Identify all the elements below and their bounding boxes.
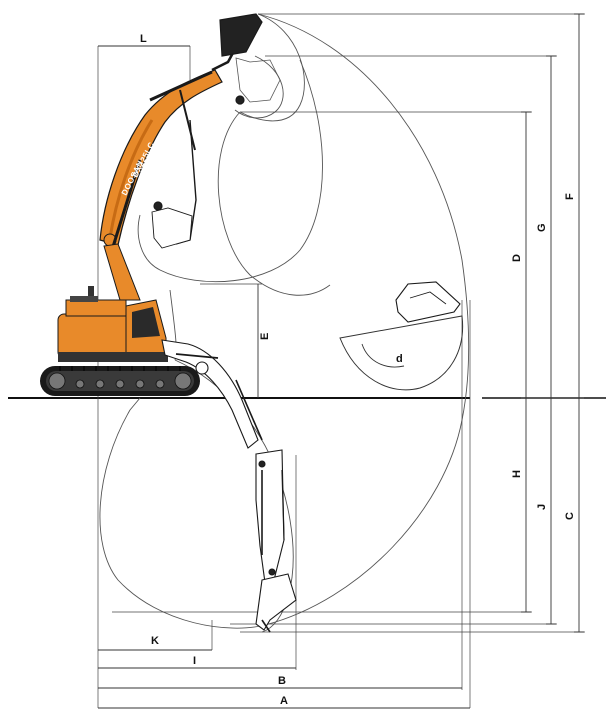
horizontal-dimension-lines bbox=[98, 45, 470, 709]
upper-tip-arc bbox=[239, 13, 305, 122]
dim-label-K: K bbox=[151, 635, 159, 647]
lowered-boom bbox=[161, 339, 297, 633]
cab-window bbox=[132, 307, 160, 338]
lower-arm bbox=[255, 449, 285, 592]
upper-structure bbox=[57, 286, 168, 362]
rotation-bucket bbox=[395, 281, 461, 323]
bucket-rotation bbox=[339, 281, 464, 391]
upper-bucket bbox=[219, 13, 263, 57]
undercarriage bbox=[40, 366, 200, 396]
bucket-curl-arc-1 bbox=[234, 55, 284, 119]
lower-bucket bbox=[255, 573, 297, 631]
max-reach-envelope bbox=[99, 13, 470, 629]
inner-reach-arc bbox=[217, 111, 331, 296]
dim-label-L: L bbox=[140, 33, 147, 45]
mid-bucket bbox=[151, 207, 193, 249]
counterweight bbox=[57, 313, 129, 359]
dim-label-G: G bbox=[536, 223, 548, 232]
mid-reach-arc bbox=[137, 59, 323, 283]
handrail bbox=[70, 296, 98, 302]
engine-hood bbox=[65, 299, 127, 317]
dim-label-J: J bbox=[536, 504, 548, 510]
dim-label-d: d bbox=[396, 353, 403, 365]
raised-arm bbox=[151, 13, 281, 249]
dimension-ticks bbox=[521, 13, 584, 633]
vertical-dimension-lines bbox=[257, 14, 580, 632]
dim-label-F: F bbox=[564, 193, 576, 200]
dim-label-C: C bbox=[564, 512, 576, 520]
dim-label-E: E bbox=[259, 333, 271, 340]
dim-label-H: H bbox=[511, 470, 523, 478]
dimension-labels: L K I B A d F G D E H J C bbox=[140, 33, 576, 707]
exhaust bbox=[88, 286, 94, 302]
bucket-rotation-sector bbox=[339, 315, 464, 391]
dim-label-B: B bbox=[278, 675, 286, 687]
dim-label-A: A bbox=[280, 695, 288, 707]
raised-boom: DOOSAN DX225LC bbox=[99, 69, 223, 301]
reference-lines bbox=[112, 13, 585, 633]
dim-label-D: D bbox=[511, 254, 523, 262]
dim-label-I: I bbox=[193, 655, 196, 667]
